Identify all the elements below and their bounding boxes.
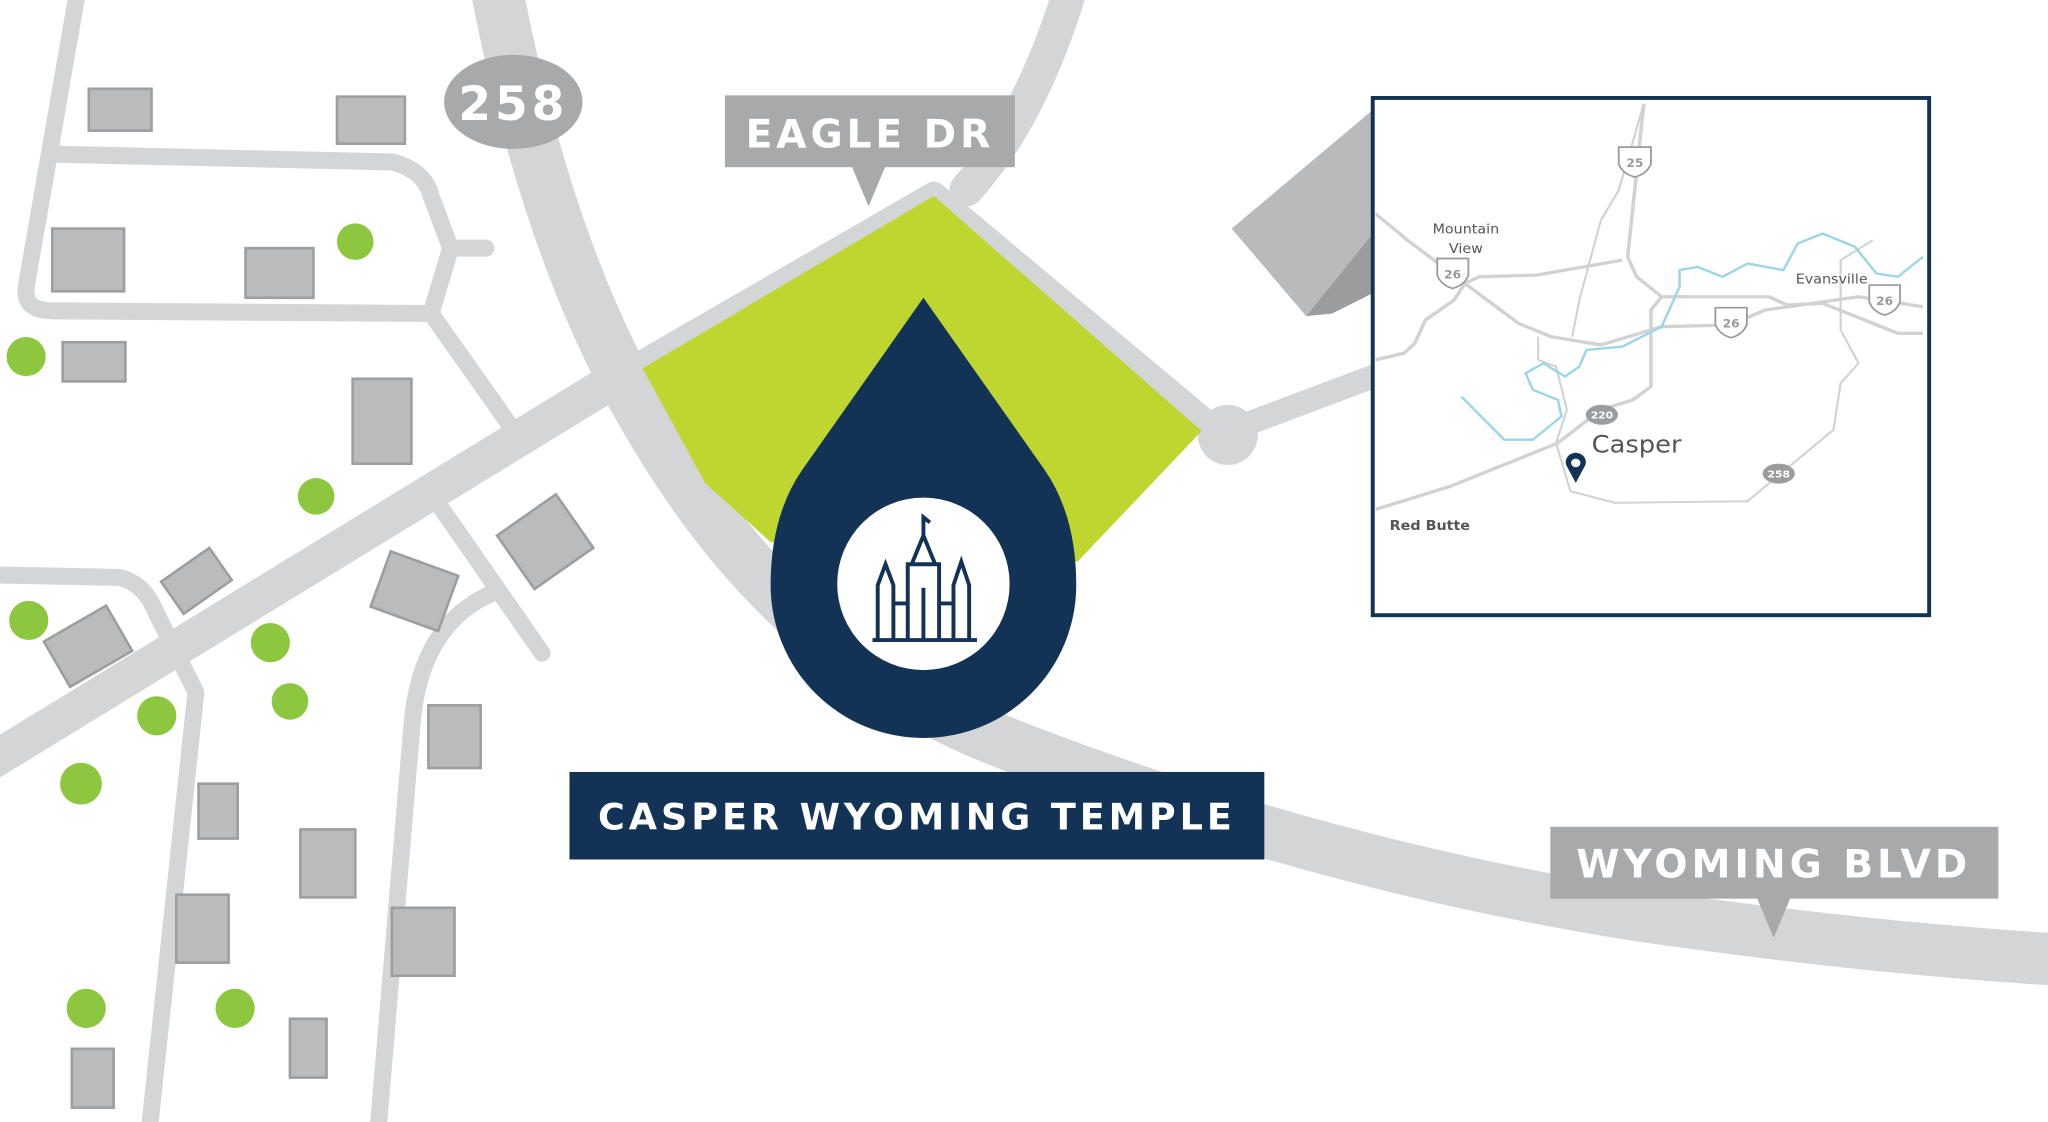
svg-text:26: 26: [1876, 294, 1893, 307]
route-258-road: [472, 0, 2048, 986]
roundabout: [1197, 404, 1258, 465]
large-building: [1231, 111, 1372, 317]
svg-text:26: 26: [1723, 317, 1740, 330]
place-evansville: Evansville: [1796, 272, 1868, 287]
svg-text:26: 26: [1444, 268, 1461, 281]
temple-marker: [770, 297, 1077, 738]
temple-title-banner: CASPER WYOMING TEMPLE: [569, 771, 1265, 860]
inset-map: 25 26 26 26 220 258 Mountain View Evansv…: [1370, 96, 1932, 618]
inset-shields: 25 26 26 26 220 258: [1436, 146, 1901, 484]
svg-text:258: 258: [1768, 469, 1790, 481]
svg-text:220: 220: [1591, 410, 1613, 422]
river: [1460, 232, 1924, 441]
place-mountain-view-2: View: [1449, 241, 1483, 256]
eagle-dr-label: EAGLE DR: [724, 95, 1015, 207]
eagle-dr-text: EAGLE DR: [746, 113, 995, 158]
eagle-dr-road: [0, 353, 646, 778]
upper-road: [949, 0, 1085, 207]
wyoming-blvd-text: WYOMING BLVD: [1576, 843, 1971, 888]
houses: [42, 87, 596, 1109]
temple-pin-icon: [1565, 452, 1586, 483]
route-258-badge: 258: [444, 54, 583, 149]
temple-title: CASPER WYOMING TEMPLE: [598, 795, 1236, 838]
place-red-butte: Red Butte: [1390, 519, 1470, 534]
temple-icon: [872, 513, 977, 642]
route-258-text: 258: [458, 77, 568, 132]
trees: [6, 223, 374, 1028]
wyoming-blvd-label: WYOMING BLVD: [1550, 826, 1999, 938]
lot-border-road: [628, 181, 1397, 446]
place-casper: Casper: [1592, 430, 1683, 458]
place-mountain-view: Mountain: [1433, 222, 1500, 237]
svg-text:25: 25: [1626, 156, 1643, 169]
